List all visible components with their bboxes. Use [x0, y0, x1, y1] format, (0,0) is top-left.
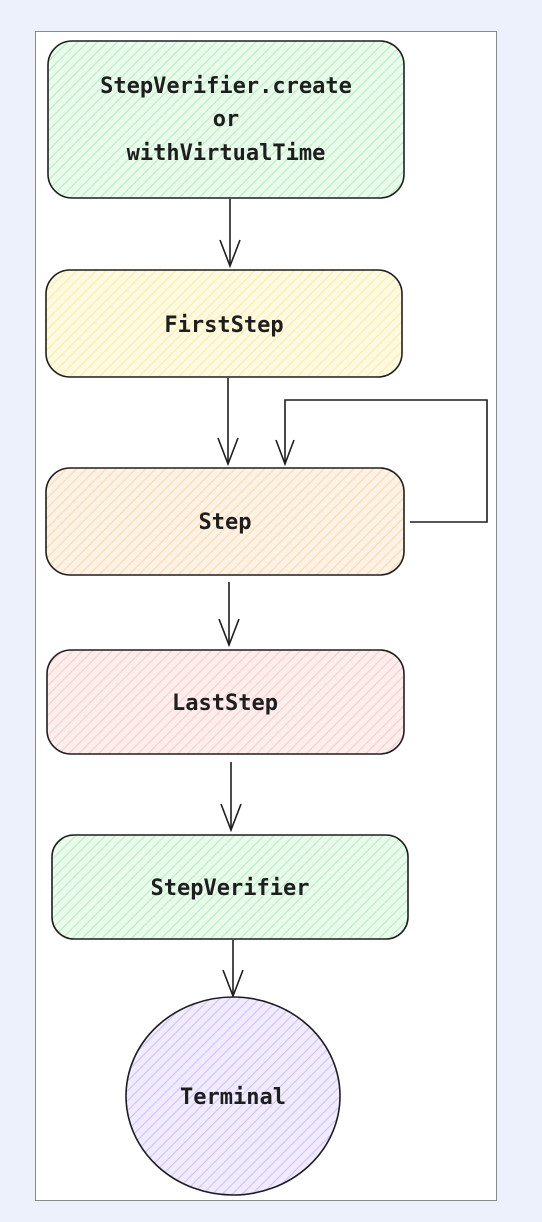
node-step-verifier-box [51, 834, 409, 940]
node-terminal-circle [125, 996, 341, 1196]
node-last-step-label: LastStep [172, 691, 278, 716]
node-step-verifier: StepVerifier [51, 834, 409, 940]
node-step-verifier-label: StepVerifier [151, 876, 310, 901]
arrow-stepverifier-to-terminal [222, 940, 244, 999]
node-first-step-box [45, 269, 403, 378]
arrow-step-loop [275, 399, 488, 523]
arrow-step-to-laststep [218, 582, 240, 648]
node-create-label-line1: StepVerifier.create [100, 74, 352, 99]
node-create-label-line3: withVirtualTime [127, 141, 326, 166]
node-terminal: Terminal [125, 996, 341, 1196]
node-last-step: LastStep [46, 649, 405, 755]
node-terminal-label: Terminal [180, 1085, 286, 1110]
node-create-label-line2: or [213, 107, 240, 132]
arrow-laststep-to-stepverifier [220, 762, 242, 833]
node-step: Step [45, 467, 405, 576]
node-create-box [47, 40, 405, 199]
node-step-box [45, 467, 405, 576]
node-first-step: FirstStep [45, 269, 403, 378]
node-last-step-box [46, 649, 405, 755]
arrow-firststep-to-step [217, 378, 239, 467]
node-step-label: Step [199, 510, 252, 535]
arrow-create-to-firststep [219, 199, 241, 269]
node-first-step-label: FirstStep [164, 313, 283, 338]
node-create: StepVerifier.create or withVirtualTime [47, 40, 405, 199]
